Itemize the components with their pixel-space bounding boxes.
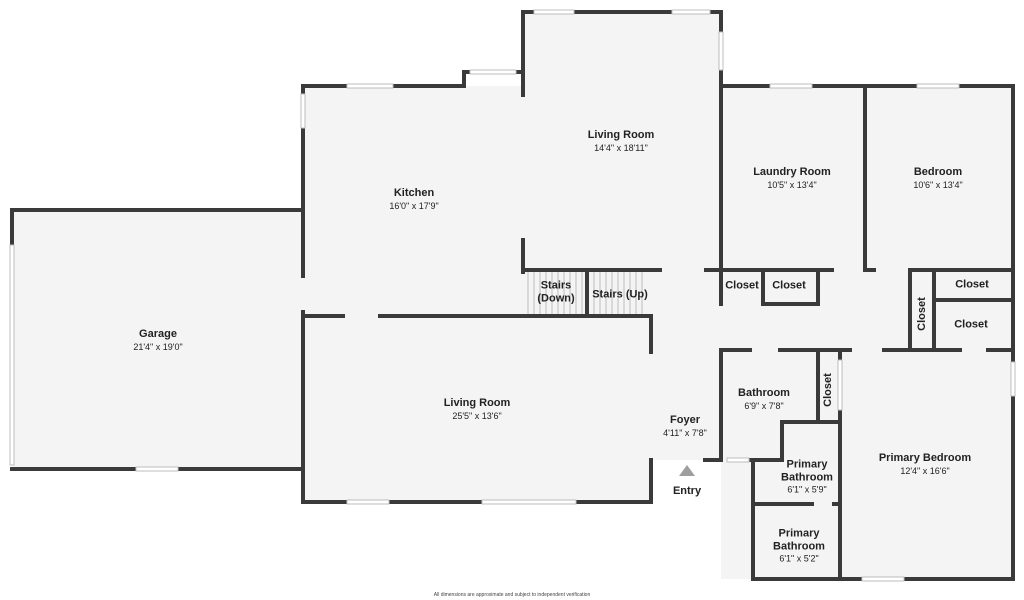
entry-arrow-icon [679, 465, 695, 476]
room-closet-a: Closet [725, 280, 759, 293]
room-dimensions: 16'0" x 17'9" [389, 200, 439, 211]
room-name: Bathroom [738, 387, 790, 400]
room-name: Primary Bedroom [878, 452, 972, 465]
stairs-treads [527, 272, 643, 314]
room-name-line2: Bathroom [781, 471, 833, 484]
room-closet-vertical-1: Closet [916, 297, 928, 331]
room-primary-bathroom-2: Primary Bathroom 6'1" x 5'2" [773, 528, 825, 565]
room-dimensions: 12'4" x 16'6" [900, 465, 950, 476]
room-dimensions: 6'1" x 5'9" [787, 484, 827, 495]
room-foyer: Foyer 4'11" x 7'8" [663, 414, 707, 438]
room-dimensions: 6'1" x 5'2" [779, 553, 819, 564]
room-name-line1: Primary [786, 458, 828, 471]
room-dimensions: 10'6" x 13'4" [913, 179, 963, 190]
room-name: Stairs (Up) [592, 288, 648, 301]
room-name-line2: Bathroom [773, 540, 825, 553]
windows [9, 9, 1016, 582]
room-dimensions: 21'4" x 19'0" [133, 341, 183, 352]
room-dimensions: 10'5" x 13'4" [767, 179, 817, 190]
room-kitchen: Kitchen 16'0" x 17'9" [389, 187, 438, 211]
room-name: Closet [954, 318, 988, 331]
room-name-line1: Stairs [540, 279, 572, 292]
room-name: Laundry Room [753, 166, 831, 179]
room-primary-bedroom: Primary Bedroom 12'4" x 16'6" [879, 452, 971, 476]
room-living-upper: Living Room 14'4" x 18'11" [588, 129, 655, 153]
room-name: Kitchen [393, 187, 435, 200]
room-name: Garage [139, 328, 177, 341]
room-name: Bedroom [913, 166, 963, 179]
room-closet-vertical-2: Closet [822, 373, 834, 407]
room-garage: Garage 21'4" x 19'0" [133, 328, 182, 352]
room-name: Closet [725, 279, 759, 292]
room-dimensions: 25'5" x 13'6" [452, 410, 502, 421]
floor-area [12, 12, 1013, 579]
room-primary-bathroom-1: Primary Bathroom 6'1" x 5'9" [781, 459, 833, 496]
room-bathroom: Bathroom 6'9" x 7'8" [738, 387, 790, 411]
entry-label: Entry [672, 485, 702, 497]
room-dimensions: 14'4" x 18'11" [594, 142, 648, 153]
room-stairs-up: Stairs (Up) [592, 289, 648, 302]
room-name-line1: Primary [778, 527, 820, 540]
room-dimensions: 6'9" x 7'8" [744, 400, 784, 411]
room-name-line2: (Down) [537, 292, 575, 304]
room-living-lower: Living Room 25'5" x 13'6" [444, 397, 511, 421]
room-stairs-down: Stairs (Down) [537, 279, 574, 304]
room-name: Living Room [443, 397, 511, 410]
room-name: Living Room [587, 129, 655, 142]
room-dimensions: 4'11" x 7'8" [663, 427, 707, 438]
room-laundry: Laundry Room 10'5" x 13'4" [753, 166, 831, 190]
room-bedroom: Bedroom 10'6" x 13'4" [913, 166, 962, 190]
room-closet-b: Closet [772, 280, 806, 293]
room-name: Foyer [670, 414, 700, 427]
room-name: Closet [772, 279, 806, 292]
room-closet-c: Closet [955, 279, 989, 292]
room-name: Closet [955, 278, 989, 291]
disclaimer-text: All dimensions are approximate and subje… [433, 592, 591, 598]
room-closet-d: Closet [954, 319, 988, 332]
